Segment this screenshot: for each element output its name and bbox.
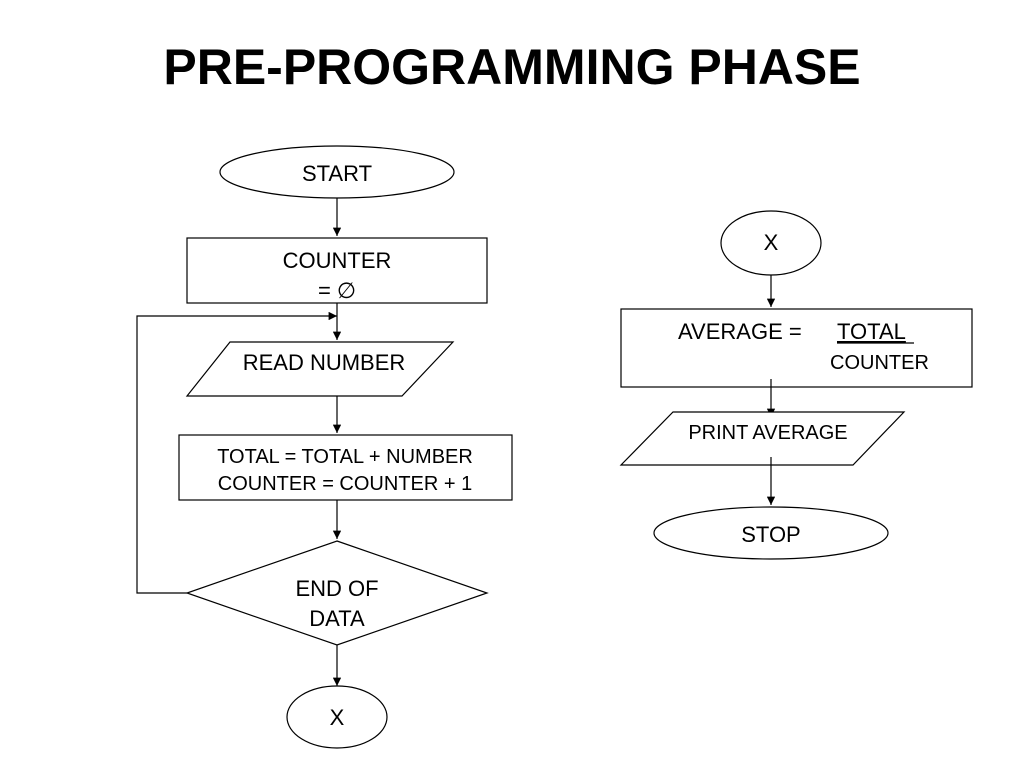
left-connector: X <box>286 685 388 749</box>
print-average-io: PRINT AVERAGE <box>619 411 906 466</box>
read-number-label: READ NUMBER <box>243 350 406 375</box>
process-line1: TOTAL = TOTAL + NUMBER <box>217 446 473 468</box>
counter-init-line2: = ∅ <box>318 278 356 303</box>
read-number-io: READ NUMBER <box>185 341 455 397</box>
average-denominator: COUNTER <box>830 352 929 374</box>
left-connector-label: X <box>330 705 345 730</box>
stop-terminal: STOP <box>653 506 889 560</box>
start-terminal: START <box>219 145 455 199</box>
counter-init-line1: COUNTER <box>283 248 392 273</box>
stop-label: STOP <box>741 522 801 547</box>
slide-title: PRE-PROGRAMMING PHASE <box>163 39 861 95</box>
right-connector: X <box>720 210 822 276</box>
average-process: AVERAGE = TOTAL COUNTER <box>620 308 973 388</box>
right-connector-label: X <box>764 230 779 255</box>
decision-line1: END OF <box>295 576 378 601</box>
average-numerator: TOTAL <box>837 319 906 344</box>
decision-line2: DATA <box>309 606 365 631</box>
counter-init-process: COUNTER = ∅ <box>186 237 488 304</box>
total-counter-process: TOTAL = TOTAL + NUMBER COUNTER = COUNTER… <box>178 434 513 501</box>
start-label: START <box>302 161 372 186</box>
end-of-data-decision: END OF DATA <box>185 540 489 646</box>
loop-back-line <box>136 311 337 594</box>
average-label: AVERAGE = <box>678 319 802 344</box>
process-line2: COUNTER = COUNTER + 1 <box>218 473 472 495</box>
print-average-label: PRINT AVERAGE <box>688 422 847 444</box>
